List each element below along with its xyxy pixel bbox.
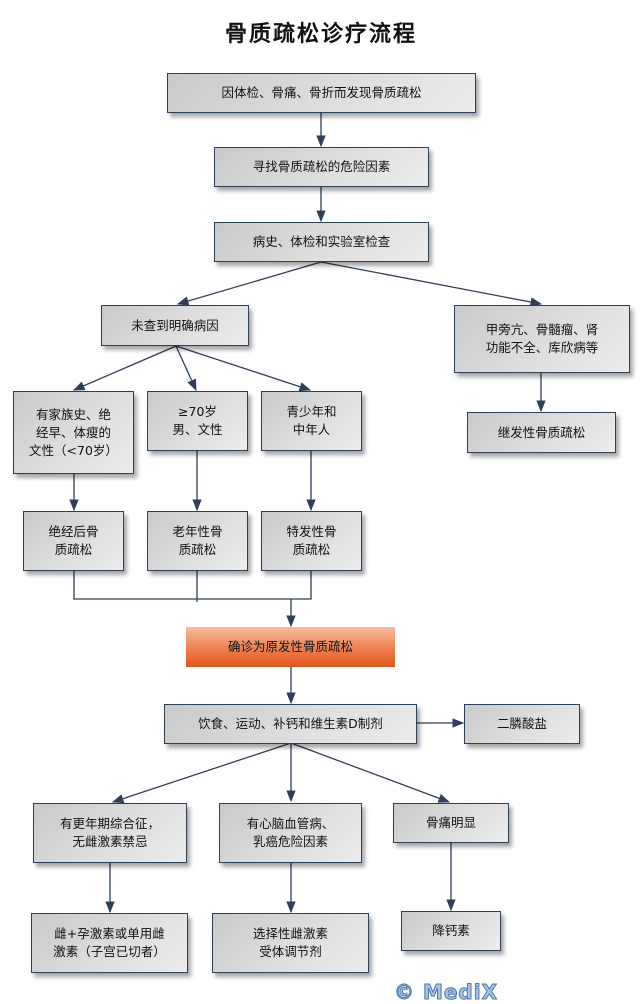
node-risk-factors: 寻找骨质疏松的危险因素	[214, 147, 429, 187]
edge-n4-n7	[72, 345, 177, 391]
edge-n4-n9	[175, 345, 312, 392]
edge-merge	[73, 571, 312, 600]
node-secondary-causes: 甲旁亢、骨髓瘤、肾 功能不全、库欣病等	[454, 305, 630, 373]
node-history-exam: 病史、体检和实验室检查	[214, 222, 429, 262]
node-bisphosphonates: 二膦酸盐	[464, 704, 580, 744]
node-idiopathic: 特发性骨 质疏松	[261, 511, 362, 571]
node-family-history: 有家族史、绝 经早、体瘦的 文性（<70岁）	[13, 391, 134, 474]
node-hormone-therapy: 雌+孕激素或单用雌 激素（子宫已切者）	[31, 913, 188, 973]
node-over-70: ≥70岁 男、文性	[147, 391, 248, 451]
node-calcitonin: 降钙素	[401, 911, 501, 951]
edge-n14-n16	[111, 742, 292, 804]
node-serm: 选择性雌激素 受体调节剂	[212, 913, 369, 973]
node-cardio-risk: 有心脑血管病、 乳癌危险因素	[219, 803, 362, 863]
edge-n3-n5	[320, 261, 543, 307]
node-postmenopausal: 绝经后骨 质疏松	[23, 511, 124, 571]
node-senile: 老年性骨 质疏松	[147, 511, 248, 571]
edge-n3-n4	[176, 261, 322, 306]
node-discovery: 因体检、骨痛、骨折而发现骨质疏松	[167, 73, 476, 113]
flowchart-title: 骨质疏松诊疗流程	[224, 21, 417, 47]
node-menopausal-syndrome: 有更年期综合征， 无雌激素禁忌	[33, 803, 187, 863]
watermark: © MediX	[393, 980, 499, 1004]
node-bone-pain: 骨痛明显	[393, 803, 509, 843]
node-secondary-osteoporosis: 继发性骨质疏松	[467, 412, 616, 453]
node-young-middle-aged: 青少年和 中年人	[261, 391, 362, 451]
edge-n14-n18	[290, 742, 451, 803]
node-primary-diagnosis: 确诊为原发性骨质疏松	[186, 627, 395, 667]
node-no-cause: 未查到明确病因	[101, 305, 249, 346]
node-basic-treatment: 饮食、运动、补钙和维生素D制剂	[164, 704, 417, 744]
edge-n4-n8	[175, 345, 197, 392]
